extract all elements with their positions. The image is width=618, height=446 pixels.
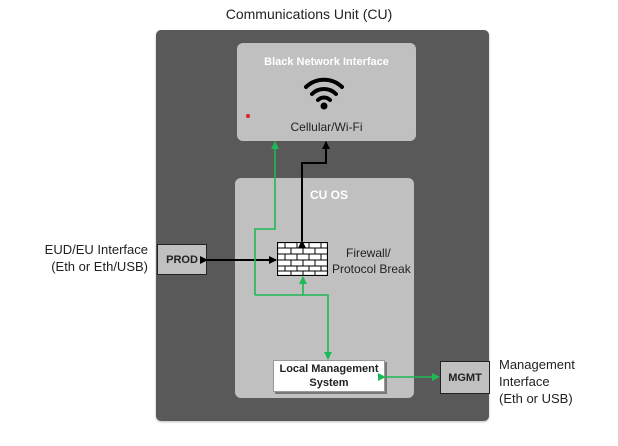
green-trunk-to-lms xyxy=(255,294,332,360)
eud-label-line1: EUD/EU Interface xyxy=(44,242,148,257)
cellular-wifi-label: Cellular/Wi-Fi xyxy=(290,120,363,134)
firewall-to-network-arrow xyxy=(298,141,330,248)
eud-interface-label: EUD/EU Interface (Eth or Eth/USB) xyxy=(45,241,148,275)
black-network-interface-title: Black Network Interface xyxy=(264,56,389,68)
indicator-dot xyxy=(246,114,250,118)
mgmt-port-box: MGMT xyxy=(440,361,490,394)
firewall-label-line1: Firewall/ xyxy=(346,246,391,260)
mgmt-label-line2: Interface xyxy=(499,374,550,389)
eud-label-line2: (Eth or Eth/USB) xyxy=(51,259,148,274)
local-management-system-box: Local Management System xyxy=(273,360,385,392)
firewall-label-line2: Protocol Break xyxy=(332,262,411,276)
mgmt-label-line1: Management xyxy=(499,357,575,372)
management-interface-label: Management Interface (Eth or USB) xyxy=(499,356,575,407)
firewall-label: Firewall/ Protocol Break xyxy=(332,245,411,277)
wifi-icon xyxy=(302,73,346,111)
lms-line1: Local Management xyxy=(279,363,379,375)
mgmt-label-line3: (Eth or USB) xyxy=(499,391,573,406)
lms-to-network-green-arrow xyxy=(254,141,279,295)
black-network-interface-box xyxy=(237,43,416,141)
diagram-title: Communications Unit (CU) xyxy=(225,6,393,22)
prod-port-box: PROD xyxy=(157,244,207,275)
lms-line2: System xyxy=(309,377,349,389)
